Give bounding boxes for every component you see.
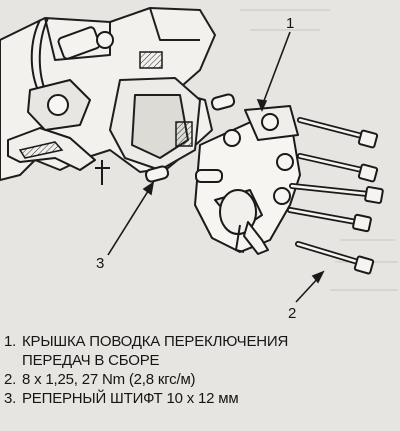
legend-item-2: 2. 8 x 1,25, 27 Nm (2,8 кгс/м): [0, 370, 400, 389]
shift-lever-bracket: [7, 79, 110, 185]
bolt-1: [297, 117, 379, 149]
legend-item-number: 3.: [4, 390, 17, 407]
bolt-4: [287, 207, 372, 233]
dowel-pins: [144, 93, 236, 183]
legend-item-text: 8 x 1,25, 27 Nm (2,8 кгс/м): [22, 371, 196, 388]
parts-legend: 1. КРЫШКА ПОВОДКА ПЕРЕКЛЮЧЕНИЯ ПЕРЕДАЧ В…: [0, 332, 400, 431]
callout-3: 3: [96, 255, 104, 272]
legend-item-text: РЕПЕРНЫЙ ШТИФТ 10 x 12 мм: [22, 390, 239, 407]
mounting-bolts: [287, 117, 384, 275]
callout-2: 2: [288, 305, 296, 322]
callout-1: 1: [286, 15, 294, 32]
bolt-5: [295, 241, 375, 275]
callout-leaders: [107, 31, 325, 303]
transmission-case: [0, 7, 216, 181]
shaded-details: [18, 51, 193, 159]
legend-item-text: ПЕРЕДАЧ В СБОРЕ: [22, 352, 160, 369]
legend-item-number: 2.: [4, 371, 17, 388]
legend-item-1: 1. КРЫШКА ПОВОДКА ПЕРЕКЛЮЧЕНИЯ ПЕРЕДАЧ В…: [0, 332, 400, 370]
legend-item-number: 1.: [4, 333, 17, 350]
legend-item-3: 3. РЕПЕРНЫЙ ШТИФТ 10 x 12 мм: [0, 389, 400, 408]
background-texture: [240, 9, 398, 291]
gearshift-cover-diagram: 1 2 3: [0, 7, 398, 322]
gearshift-cover-assembly: [194, 105, 301, 255]
legend-item-text: КРЫШКА ПОВОДКА ПЕРЕКЛЮЧЕНИЯ: [22, 333, 289, 350]
bolt-2: [297, 153, 379, 183]
bolt-3: [289, 183, 384, 204]
